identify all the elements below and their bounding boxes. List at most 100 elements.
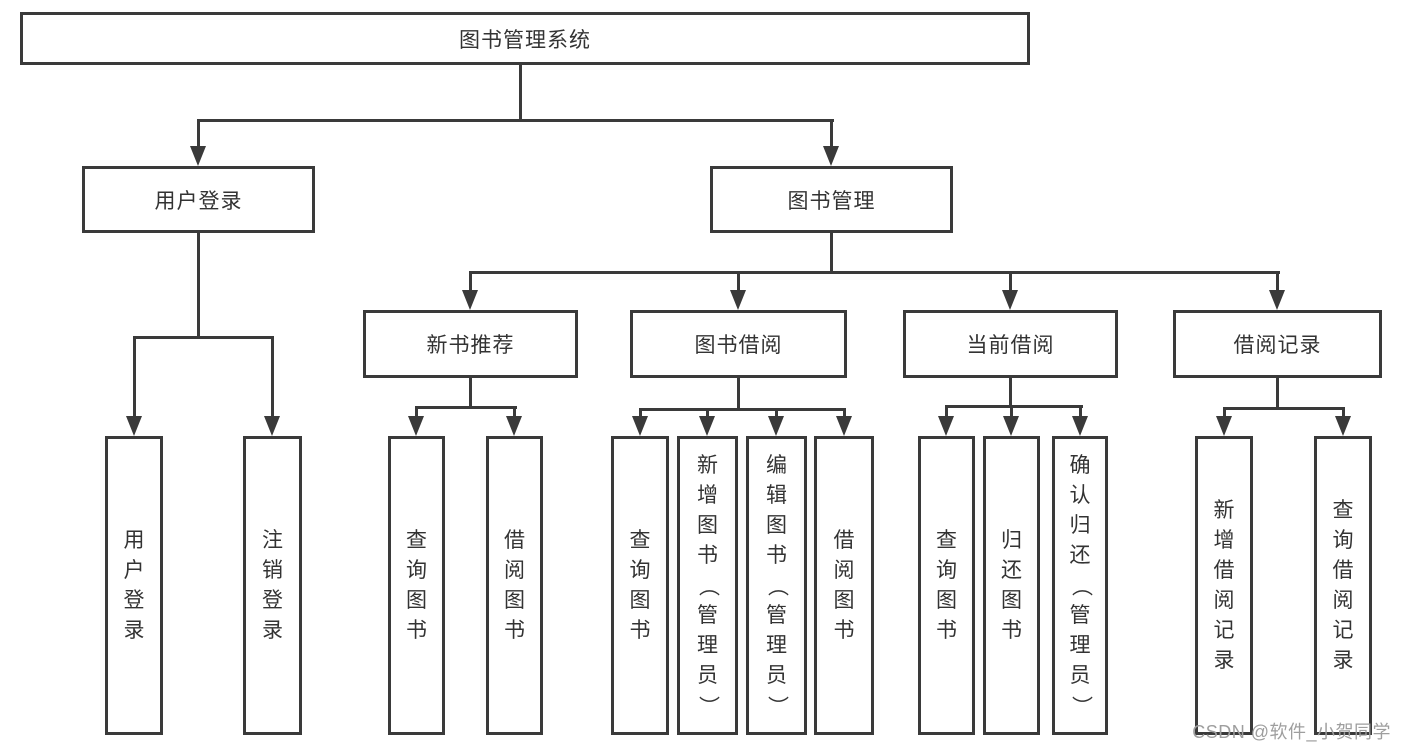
arrow-down-icon: [1334, 416, 1351, 436]
vertical-char: 阅: [1332, 588, 1354, 612]
leaf-query-books-borrowing: 查询图书: [611, 436, 669, 735]
leaf-query-borrow-record: 查询借阅记录: [1314, 436, 1372, 735]
arrow-down-icon: [1215, 416, 1232, 436]
vertical-char: 用: [123, 528, 145, 552]
arrow-down-icon: [462, 290, 478, 310]
connector-line: [737, 378, 740, 411]
connector-line: [1009, 378, 1012, 408]
vertical-char: 销: [262, 558, 283, 582]
vertical-char: 还: [1069, 543, 1091, 567]
vertical-char: 书: [406, 618, 427, 642]
vertical-char: 登: [123, 588, 145, 612]
arrow-down-icon: [1071, 416, 1088, 436]
arrow-stem: [469, 271, 472, 291]
csdn-watermark: CSDN @软件_小贺同学: [1192, 722, 1391, 742]
vertical-char: 查: [629, 528, 651, 552]
connector-line: [638, 408, 846, 411]
arrow-stem: [197, 119, 200, 147]
arrow-stem: [638, 408, 642, 417]
leaf-add-book-admin: 新增图书（管理员）: [677, 436, 738, 735]
node-book-borrowing-label: 图书借阅: [694, 334, 783, 357]
arrow-stem: [830, 119, 833, 147]
arrow-down-icon: [699, 416, 715, 436]
vertical-char: （: [1069, 575, 1092, 596]
vertical-char: 录: [1332, 648, 1354, 672]
vertical-char: 新: [1213, 498, 1235, 522]
node-user-login: 用户登录: [82, 166, 315, 233]
vertical-char: 书: [1001, 618, 1022, 642]
node-root-system: 图书管理系统: [20, 12, 1030, 65]
vertical-char: 借: [504, 528, 525, 552]
vertical-char: ）: [765, 695, 789, 716]
connector-line: [469, 271, 1280, 274]
vertical-char: 阅: [504, 558, 525, 582]
arrow-stem: [737, 271, 740, 291]
vertical-char: 增: [1213, 528, 1235, 552]
vertical-char: 询: [1332, 528, 1354, 552]
node-book-borrowing: 图书借阅: [630, 310, 847, 378]
leaf-borrow-books-recommend: 借阅图书: [486, 436, 543, 735]
leaf-query-books-recommend: 查询图书: [388, 436, 445, 735]
connector-line: [469, 378, 472, 409]
vertical-char: 员: [1069, 663, 1091, 687]
leaf-logout: 注销登录: [243, 436, 302, 735]
leaf-confirm-return-admin: 确认归还（管理员）: [1052, 436, 1108, 735]
arrow-stem: [414, 406, 418, 417]
node-new-book-recommend-label: 新书推荐: [426, 334, 515, 357]
arrow-down-icon: [407, 416, 424, 436]
vertical-char: 记: [1213, 618, 1235, 642]
vertical-char: 书: [697, 543, 718, 567]
connector-line: [944, 405, 1083, 408]
node-new-book-recommend: 新书推荐: [363, 310, 578, 378]
vertical-char: 还: [1001, 558, 1022, 582]
connector-line: [197, 233, 200, 339]
vertical-char: 管: [697, 603, 718, 627]
vertical-char: 借: [1332, 558, 1354, 582]
vertical-char: 询: [406, 558, 427, 582]
vertical-char: ）: [696, 695, 720, 716]
node-root-label: 图书管理系统: [459, 28, 591, 52]
arrow-down-icon: [768, 416, 784, 436]
arrow-stem: [132, 336, 136, 417]
vertical-char: 录: [262, 618, 283, 642]
arrow-stem: [1276, 271, 1279, 291]
vertical-char: 确: [1069, 453, 1091, 477]
vertical-char: 图: [504, 588, 525, 612]
vertical-char: 户: [123, 558, 145, 582]
vertical-char: 书: [833, 618, 855, 642]
arrow-down-icon: [631, 416, 648, 436]
vertical-char: 书: [504, 618, 525, 642]
vertical-char: 理: [697, 633, 718, 657]
vertical-char: 增: [697, 483, 718, 507]
vertical-char: 录: [123, 618, 145, 642]
vertical-char: 询: [936, 558, 957, 582]
arrow-down-icon: [1003, 416, 1019, 436]
arrow-stem: [1010, 405, 1013, 417]
connector-line: [1222, 407, 1345, 410]
arrow-down-icon: [125, 416, 142, 436]
arrow-stem: [513, 406, 516, 417]
arrow-down-icon: [506, 416, 522, 436]
arrow-stem: [706, 408, 709, 417]
vertical-char: 登: [262, 588, 283, 612]
arrow-down-icon: [730, 290, 746, 310]
node-book-management-label: 图书管理: [787, 189, 876, 213]
vertical-char: 员: [697, 663, 718, 687]
vertical-char: 管: [766, 603, 787, 627]
node-user-login-label: 用户登录: [154, 189, 243, 213]
vertical-char: 归: [1069, 513, 1091, 537]
vertical-char: 认: [1069, 483, 1091, 507]
connector-line: [414, 406, 517, 409]
leaf-add-borrow-record: 新增借阅记录: [1195, 436, 1253, 735]
arrow-stem: [1078, 405, 1082, 417]
leaf-edit-book-admin: 编辑图书（管理员）: [746, 436, 807, 735]
arrow-down-icon: [1002, 290, 1018, 310]
arrow-down-icon: [1269, 290, 1285, 310]
vertical-char: 新: [697, 453, 718, 477]
connector-line: [1276, 378, 1279, 410]
vertical-char: 理: [766, 633, 787, 657]
node-borrowing-records: 借阅记录: [1173, 310, 1382, 378]
vertical-char: 员: [766, 663, 787, 687]
node-book-management: 图书管理: [710, 166, 953, 233]
